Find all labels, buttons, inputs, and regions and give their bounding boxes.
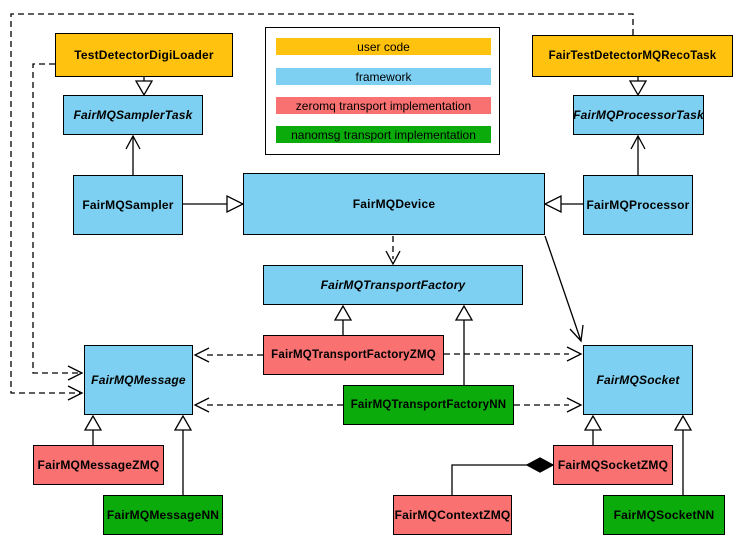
node-fairmqmessagezmq: FairMQMessageZMQ — [33, 445, 164, 485]
node-fairmqcontextzmq: FairMQContextZMQ — [393, 495, 512, 535]
edge-tfzmq-message — [193, 347, 263, 363]
legend-item-user-code: user code — [276, 38, 491, 55]
node-fairmqtransportfactorynn: FairMQTransportFactoryNN — [343, 385, 514, 425]
node-fairmqsamplertask: FairMQSamplerTask — [63, 95, 203, 135]
legend-label: user code — [357, 39, 410, 54]
legend-item-zeromq: zeromq transport implementation — [276, 97, 491, 114]
edge-digiloader-message — [32, 63, 84, 381]
node-fairmqsocketnn: FairMQSocketNN — [603, 495, 725, 535]
node-fairmqprocessortask: FairMQProcessorTask — [573, 95, 704, 135]
node-fairmqdevice: FairMQDevice — [243, 173, 545, 235]
edge-tfnn-socket — [514, 397, 583, 413]
legend-label: zeromq transport implementation — [295, 98, 472, 113]
legend-label: nanomsg transport implementation — [291, 127, 476, 142]
legend-item-nanomsg: nanomsg transport implementation — [276, 126, 491, 143]
edge-tfnn-message — [193, 397, 343, 413]
legend-label: framework — [355, 69, 412, 84]
node-fairtestdetectormqrecotask: FairTestDetectorMQRecoTask — [532, 35, 733, 77]
edge-sampler-device — [183, 194, 245, 214]
edge-digiloader-samplertask — [134, 77, 154, 97]
edge-recotask-processortask — [628, 77, 648, 97]
edge-processor-processortask — [630, 134, 646, 175]
edge-messagenn-message — [173, 414, 193, 495]
edge-messagezmq-message — [83, 414, 103, 445]
edge-tfnn-transportfactory — [454, 304, 474, 385]
edge-sampler-samplertask — [125, 134, 141, 175]
node-fairmqtransportfactoryzmq: FairMQTransportFactoryZMQ — [263, 335, 444, 375]
node-fairmqprocessor: FairMQProcessor — [583, 175, 693, 235]
node-testdetectordigiloader: TestDetectorDigiLoader — [55, 33, 233, 77]
node-fairmqmessagenn: FairMQMessageNN — [103, 495, 223, 535]
edge-contextzmq-socketzmq — [451, 457, 555, 495]
edge-tfzmq-socket — [444, 346, 583, 362]
edge-device-socket — [544, 235, 584, 343]
node-fairmqsocketzmq: FairMQSocketZMQ — [553, 445, 673, 485]
edge-recotask-message — [10, 13, 634, 401]
edge-device-transportfactory — [385, 236, 401, 266]
legend: user code framework zeromq transport imp… — [265, 27, 500, 155]
legend-item-framework: framework — [276, 68, 491, 85]
node-fairmqsocket: FairMQSocket — [583, 345, 693, 415]
node-fairmqmessage: FairMQMessage — [84, 345, 193, 415]
edge-socketzmq-socket — [583, 414, 603, 445]
edge-processor-device — [543, 194, 583, 214]
edge-tfzmq-transportfactory — [333, 304, 353, 335]
node-fairmqsampler: FairMQSampler — [73, 175, 183, 235]
edge-socketnn-socket — [673, 414, 693, 495]
node-fairmqtransportfactory: FairMQTransportFactory — [263, 265, 523, 305]
